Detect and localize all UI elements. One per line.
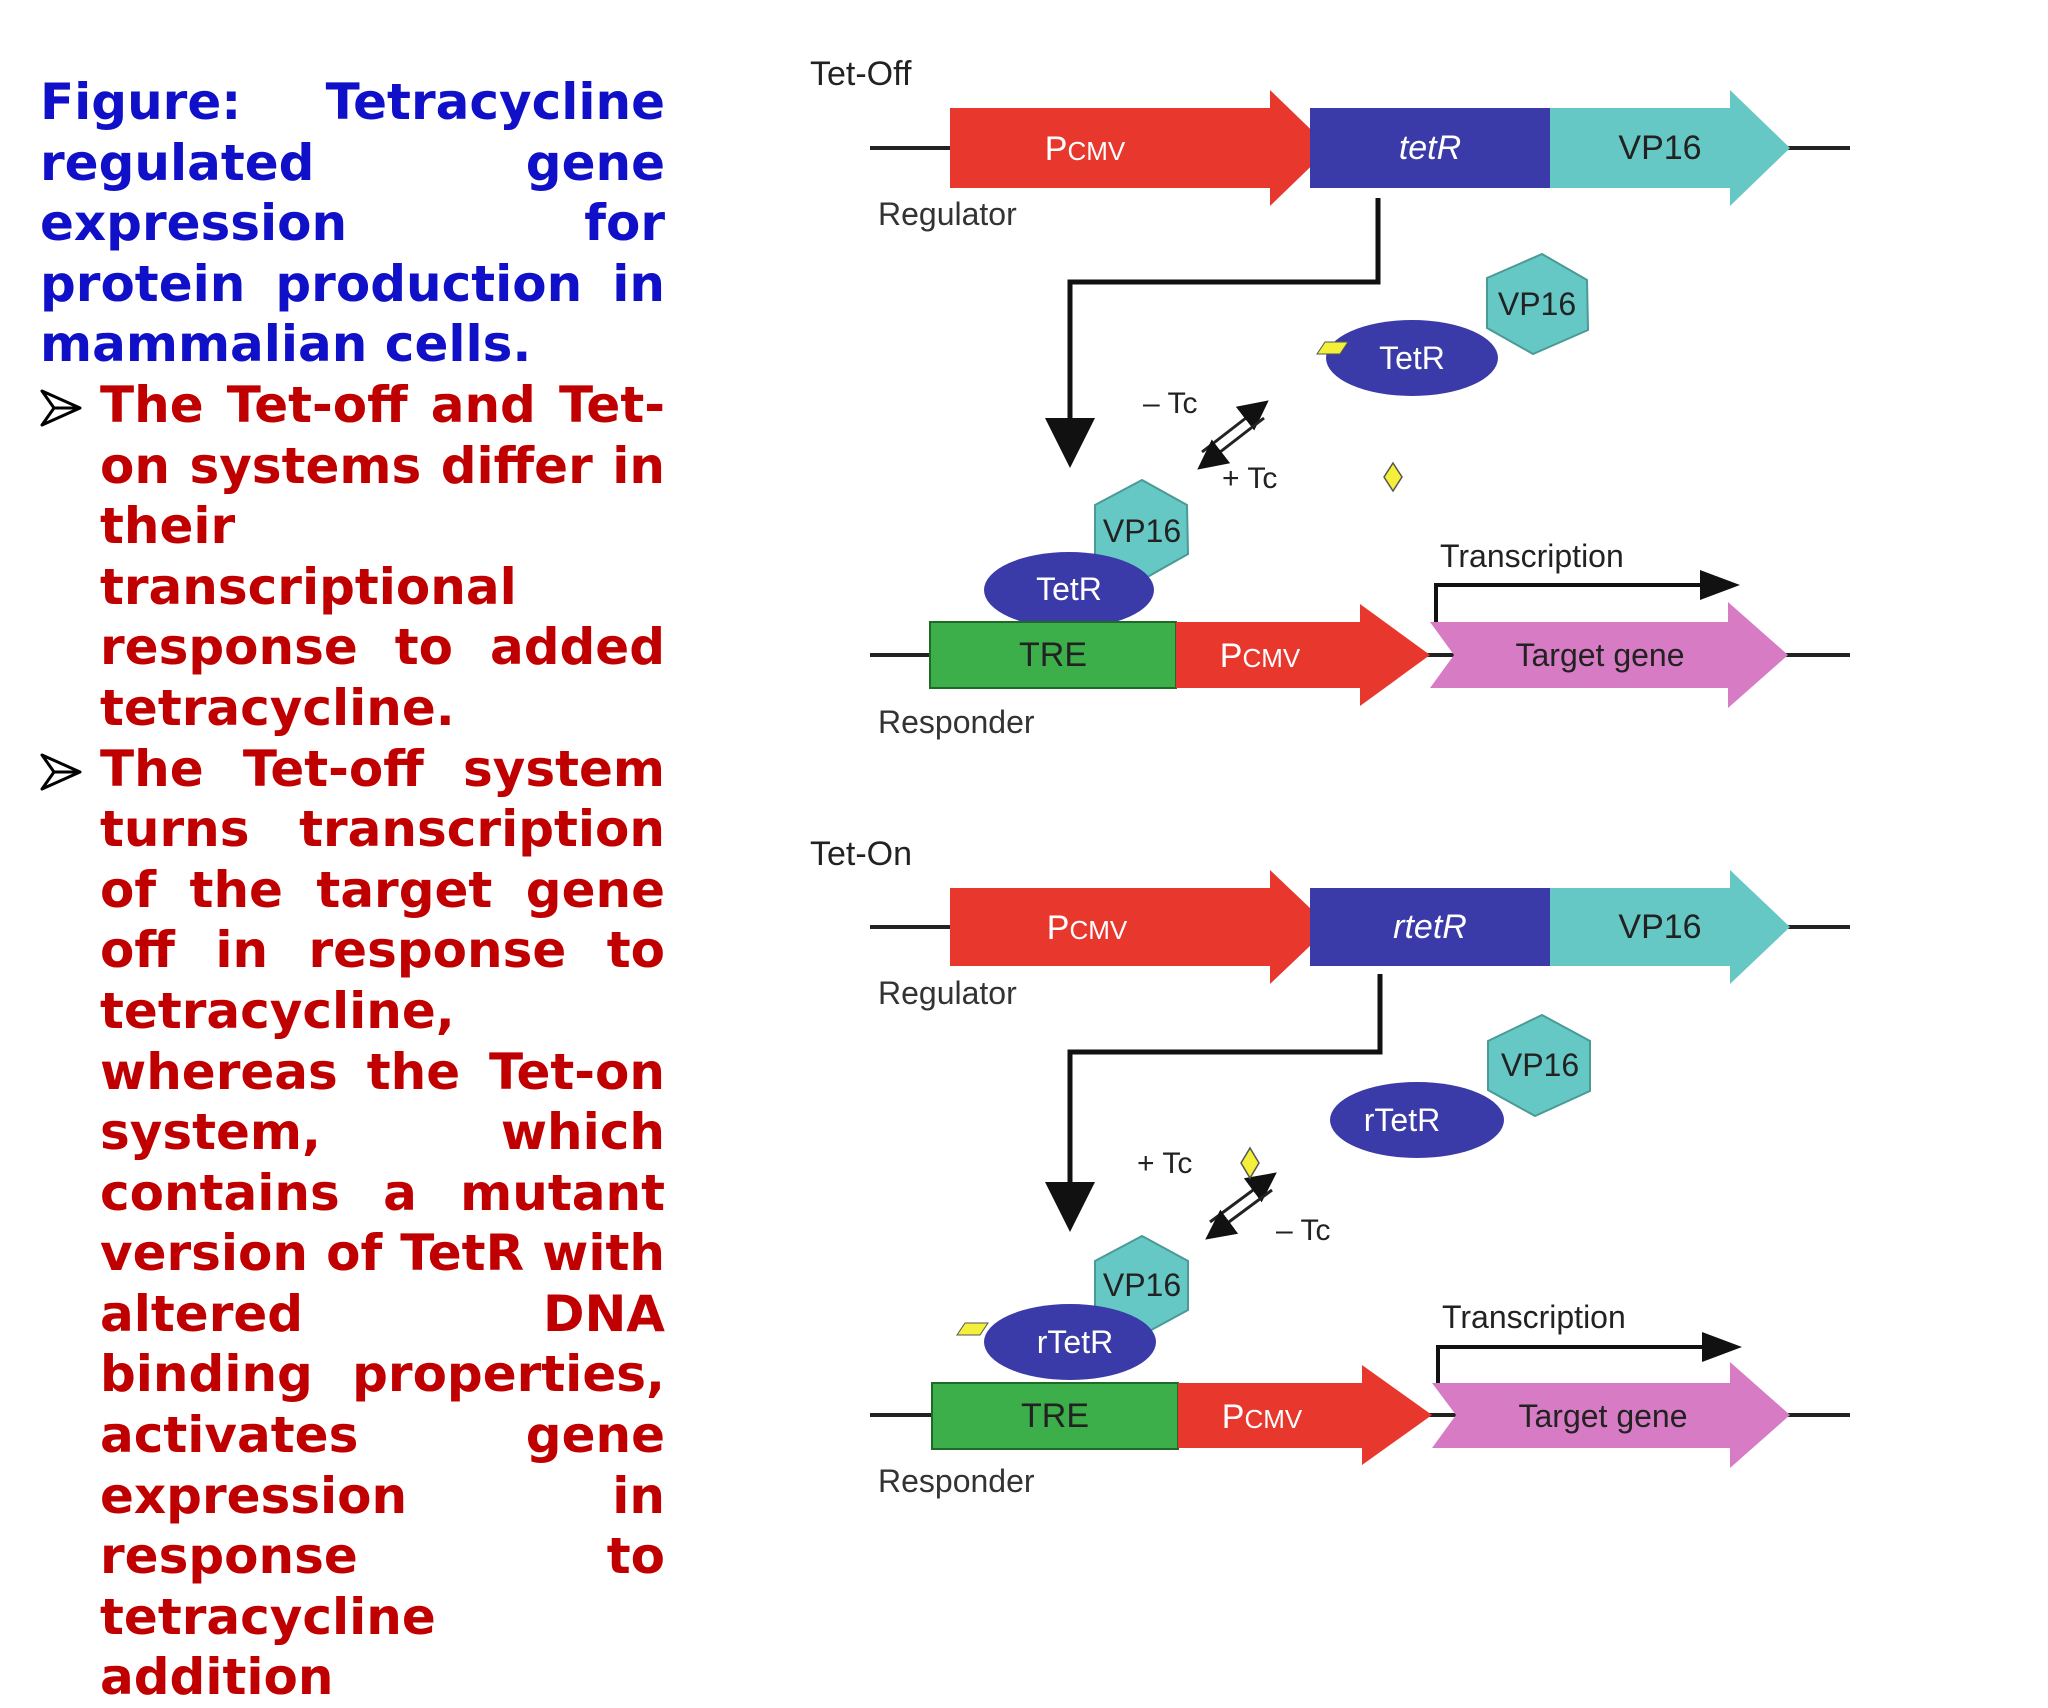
- plus-tc-label: + Tc: [1222, 462, 1277, 495]
- tet-off-title: Tet-Off: [810, 55, 912, 93]
- vp16-protein: [1487, 1013, 1591, 1118]
- pcmv-label: P: [1222, 1398, 1245, 1436]
- tet-on-panel: Tet-On PCMV rtetR VP16 Regulator VP16 rT…: [810, 835, 1850, 1499]
- bullet-list: The Tet-off and Tet-on systems differ in…: [40, 375, 665, 1708]
- vp16-protein-label: VP16: [1103, 1267, 1181, 1303]
- vp16-protein-label: VP16: [1498, 286, 1576, 322]
- regulator-construct: PCMV tetR VP16 Regulator: [870, 90, 1850, 232]
- vp16-protein: [1486, 252, 1590, 356]
- figure-caption: Figure: Tetracycline regulated gene expr…: [40, 73, 665, 374]
- target-gene: [1430, 602, 1788, 708]
- rtetr-protein-label: rTetR: [1364, 1102, 1440, 1138]
- tetracycline-icon: [956, 1322, 989, 1336]
- rtetr-gene: [1310, 888, 1550, 966]
- pcmv-label: P: [1047, 909, 1070, 947]
- regulator-label: Regulator: [878, 975, 1017, 1011]
- pcmv-subscript: CMV: [1242, 643, 1300, 673]
- target-gene: [1432, 1362, 1790, 1468]
- vp16-gene: [1550, 90, 1790, 206]
- tet-on-title: Tet-On: [810, 835, 912, 873]
- rtetr-protein: [984, 1304, 1156, 1380]
- bullet-item: The Tet-off and Tet-on systems differ in…: [40, 375, 665, 739]
- pcmv-promoter: [1178, 1365, 1432, 1465]
- responder-label: Responder: [878, 1463, 1035, 1499]
- responder-label: Responder: [878, 704, 1035, 740]
- plus-tc-label: + Tc: [1137, 1147, 1192, 1180]
- regulator-label: Regulator: [878, 196, 1017, 232]
- transcription-label: Transcription: [1442, 1299, 1626, 1335]
- vp16-gene: [1550, 870, 1790, 984]
- svg-text:PCMV: PCMV: [1222, 1398, 1303, 1436]
- rtetr-protein: [1330, 1082, 1504, 1158]
- regulator-construct: PCMV rtetR VP16 Regulator: [870, 870, 1850, 1011]
- svg-text:PCMV: PCMV: [1220, 637, 1301, 675]
- arrowhead-bullet-icon: [40, 389, 82, 427]
- svg-text:PCMV: PCMV: [1047, 909, 1128, 947]
- bound-protein-complex: VP16 rTetR: [956, 1234, 1189, 1380]
- rtetr-protein-label: rTetR: [1037, 1324, 1113, 1360]
- tetracycline-icon: [1383, 461, 1403, 493]
- tet-system-diagram: Tet-Off PCMV tetR VP16 Regulator VP16 Te…: [810, 55, 1850, 1499]
- pcmv-label: P: [1045, 130, 1068, 168]
- tetracycline-icon: [1316, 341, 1349, 355]
- bullet-item: The Tet-off system turns transcription o…: [40, 739, 665, 1708]
- tetr-protein-label: TetR: [1379, 340, 1445, 376]
- vp16-protein-label: VP16: [1501, 1047, 1579, 1083]
- text-column: Figure: Tetracycline regulated gene expr…: [40, 72, 665, 1708]
- pcmv-promoter: [1176, 604, 1430, 706]
- responder-construct: TRE PCMV Target gene Responder: [870, 1362, 1850, 1499]
- vp16-gene-label: VP16: [1618, 129, 1701, 167]
- pcmv-promoter: [950, 870, 1330, 984]
- free-protein-complex: VP16 TetR: [1316, 252, 1590, 396]
- svg-text:PCMV: PCMV: [1045, 130, 1126, 168]
- transcription-arrowhead: [1700, 570, 1740, 600]
- expression-arrow: [1045, 974, 1383, 1232]
- bullet-text: The Tet-off system turns transcription o…: [100, 739, 665, 1707]
- tetracycline-icon: [1240, 1146, 1260, 1180]
- tet-off-panel: Tet-Off PCMV tetR VP16 Regulator VP16 Te…: [810, 55, 1850, 740]
- tre-label: TRE: [1019, 636, 1087, 674]
- arrowhead-bullet-icon: [40, 753, 82, 791]
- pcmv-subscript: CMV: [1069, 915, 1127, 945]
- equilibrium-arrows: [1197, 400, 1269, 470]
- tre-element: [929, 621, 1177, 689]
- equilibrium-arrows: [1205, 1172, 1277, 1240]
- minus-tc-label: – Tc: [1143, 387, 1197, 420]
- tetr-protein: [1326, 320, 1498, 396]
- expression-arrow: [1045, 198, 1381, 468]
- transcription-arrow: [1436, 1345, 1730, 1383]
- minus-tc-label: – Tc: [1276, 1214, 1330, 1247]
- free-protein-complex: VP16 rTetR: [1330, 1013, 1591, 1158]
- pcmv-subscript: CMV: [1244, 1404, 1302, 1434]
- target-gene-label: Target gene: [1515, 637, 1684, 673]
- tetr-gene-label: tetR: [1399, 129, 1461, 167]
- vp16-protein-label: VP16: [1103, 513, 1181, 549]
- pcmv-label: P: [1220, 637, 1243, 675]
- bound-protein-complex: VP16 TetR: [984, 478, 1190, 628]
- pcmv-subscript: CMV: [1067, 136, 1125, 166]
- tetr-protein: [984, 552, 1154, 628]
- tre-element: [931, 1382, 1179, 1450]
- rtetr-gene-label: rtetR: [1393, 908, 1467, 946]
- target-gene-label: Target gene: [1518, 1398, 1687, 1434]
- responder-construct: TRE PCMV Target gene Responder: [870, 602, 1850, 740]
- transcription-arrowhead: [1702, 1332, 1742, 1362]
- transcription-label: Transcription: [1440, 538, 1624, 574]
- transcription-arrow: [1434, 583, 1728, 622]
- vp16-gene-label: VP16: [1618, 908, 1701, 946]
- tre-label: TRE: [1021, 1397, 1089, 1435]
- tetr-gene: [1310, 108, 1550, 188]
- bullet-text: The Tet-off and Tet-on systems differ in…: [100, 375, 665, 737]
- tetr-protein-label: TetR: [1036, 571, 1102, 607]
- pcmv-promoter: [950, 90, 1330, 206]
